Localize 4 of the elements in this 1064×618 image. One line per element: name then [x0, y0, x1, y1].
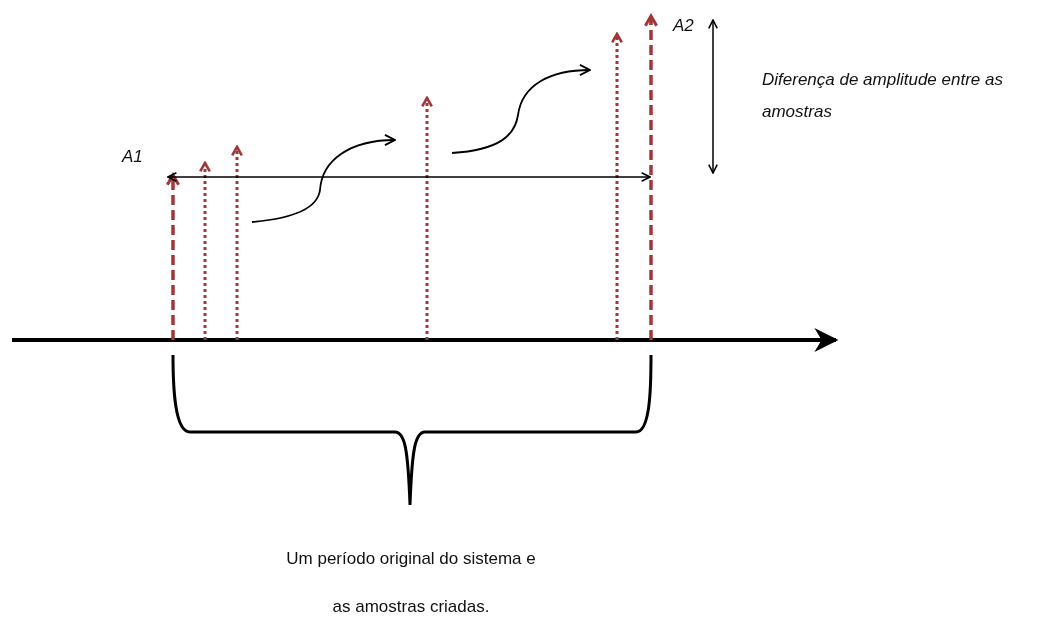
amplitude-label: A2: [673, 16, 694, 36]
annotation-text: Diferença de amplitude entre as amostras: [762, 69, 1004, 123]
caption: Um período original do sistema e as amostras criadas.: [285, 548, 537, 618]
amplitude-label: A1: [122, 147, 143, 167]
